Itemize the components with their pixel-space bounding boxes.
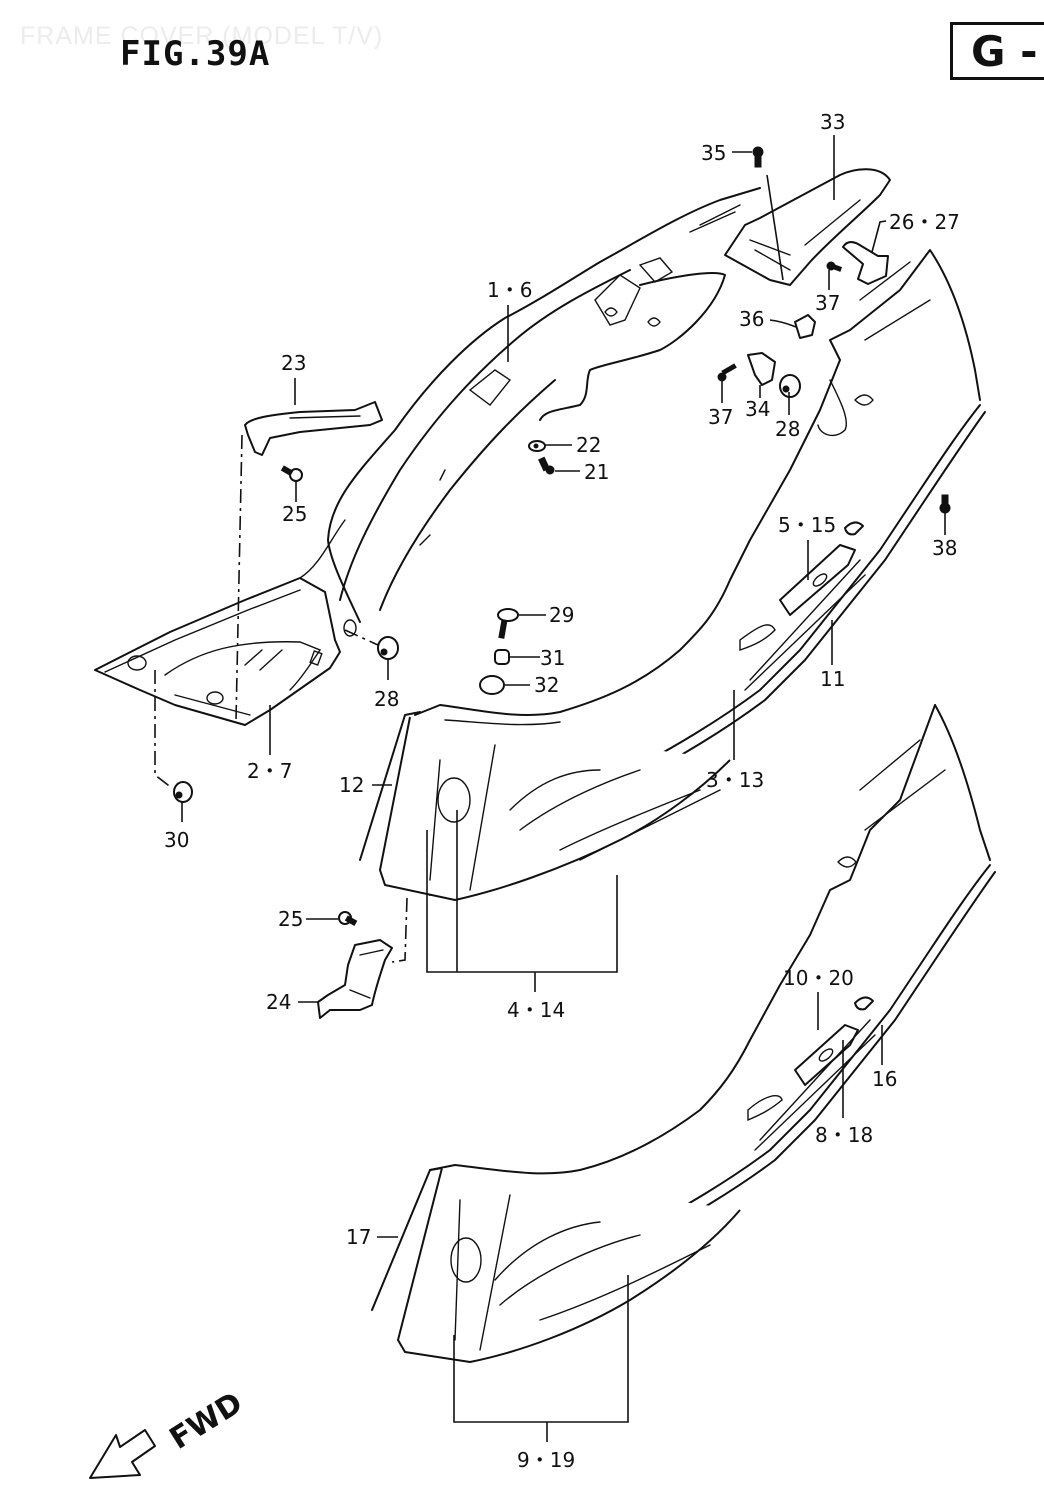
callout-31: 31 (540, 646, 565, 670)
callout-25-lower: 25 (278, 907, 303, 931)
callout-5-15: 5・15 (778, 513, 836, 537)
cushion-28-upper-icon (779, 374, 801, 398)
callout-37-lower: 37 (708, 405, 733, 429)
callout-3-13: 3・13 (706, 768, 764, 792)
callout-26-27: 26・27 (889, 210, 960, 234)
callout-35: 35 (701, 141, 726, 165)
callout-28-upper: 28 (775, 417, 800, 441)
leader-lines (154, 135, 946, 1442)
screw-29-icon (497, 608, 519, 639)
screw-21-icon (538, 456, 555, 475)
nut-31-icon (494, 649, 510, 665)
callout-32: 32 (534, 673, 559, 697)
part-right-front-panel (359, 711, 731, 901)
fwd-label: FWD (164, 1386, 249, 1457)
callout-25-upper: 25 (282, 502, 307, 526)
callout-labels: 33 35 26・27 1・6 37 36 23 34 37 28 22 21 … (164, 110, 960, 1472)
part-lower-bracket (317, 939, 393, 1019)
callout-24: 24 (266, 990, 291, 1014)
bracket-26-27-icon (842, 241, 889, 285)
section-code-box: G - (950, 22, 1044, 80)
callout-23: 23 (281, 351, 306, 375)
callout-36: 36 (739, 307, 764, 331)
callout-34: 34 (745, 397, 770, 421)
callout-17: 17 (346, 1225, 371, 1249)
cushion-28-lower-icon (377, 636, 399, 660)
part-left-front-panel (371, 1167, 741, 1363)
callout-4-14: 4・14 (507, 998, 565, 1022)
screw-38-icon (939, 494, 951, 514)
washer-22-icon (528, 440, 546, 452)
callout-2-7: 2・7 (247, 759, 292, 783)
callout-29: 29 (549, 603, 574, 627)
part-rear-top-cover (724, 168, 891, 286)
callout-12: 12 (339, 773, 364, 797)
bracket-34-icon (747, 352, 776, 386)
grommet-32-icon (479, 675, 505, 695)
section-code: G - (971, 27, 1038, 76)
hardware (173, 146, 951, 927)
callout-16: 16 (872, 1067, 897, 1091)
figure-title: FIG.39A (120, 34, 271, 74)
screw-37-lower-icon (717, 363, 737, 382)
callout-28-lower: 28 (374, 687, 399, 711)
callout-38: 38 (932, 536, 957, 560)
part-bracket-top (244, 401, 383, 456)
part-frame-cover-center (327, 187, 761, 623)
part-floor-tray (94, 519, 346, 726)
callout-22: 22 (576, 433, 601, 457)
diagram-subtitle: FRAME COVER (MODEL T/V) (20, 22, 384, 50)
callout-37-upper: 37 (815, 291, 840, 315)
callout-11: 11 (820, 667, 845, 691)
callout-33: 33 (820, 110, 845, 134)
forward-direction-indicator: FWD (89, 1386, 249, 1479)
screw-37-upper-icon (826, 261, 843, 272)
callout-30: 30 (164, 828, 189, 852)
callout-21: 21 (584, 460, 609, 484)
screw-35-icon (752, 146, 764, 168)
cushion-30-icon (173, 781, 193, 803)
screw-25-lower-icon (338, 911, 358, 927)
callout-1-6: 1・6 (487, 278, 532, 302)
callout-9-19: 9・19 (517, 1448, 575, 1472)
clip-36-icon (794, 314, 816, 339)
screw-25-upper-icon (280, 465, 303, 482)
callout-8-18: 8・18 (815, 1123, 873, 1147)
callout-10-20: 10・20 (783, 966, 854, 990)
arrow-left-down-icon (89, 1429, 156, 1479)
